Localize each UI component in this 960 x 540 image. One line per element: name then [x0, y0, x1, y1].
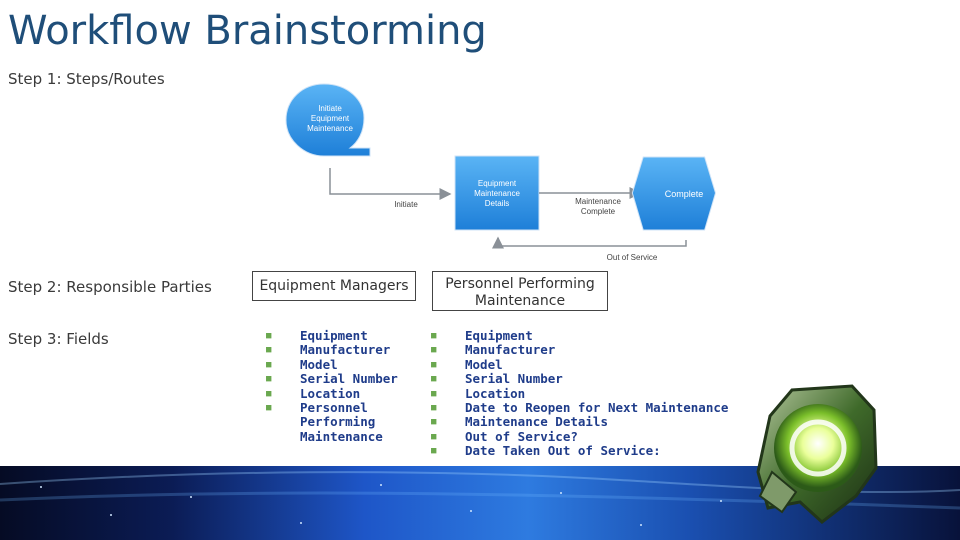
- list-item: ■ Date Taken Out of Service:: [429, 444, 749, 458]
- initiate-route-label: Initiate: [394, 200, 418, 209]
- square-bullet-icon: ■: [266, 388, 272, 399]
- square-bullet-icon: ■: [266, 359, 272, 370]
- list-item: ■ Equipment: [429, 328, 749, 343]
- list-item: ■ Manufacturer: [264, 343, 414, 357]
- square-bullet-icon: ■: [431, 431, 437, 442]
- middle-node: Equipment Maintenance Details: [454, 155, 540, 231]
- field-label: Equipment: [465, 328, 533, 343]
- complete-route-label-line-2: Complete: [581, 207, 616, 216]
- field-label: Location: [465, 385, 526, 401]
- star: [470, 510, 472, 512]
- list-item: ■ Location: [429, 385, 749, 401]
- star: [380, 484, 382, 486]
- party-equipment-managers: Equipment Managers: [252, 271, 416, 301]
- list-item: ■ Date to Reopen for Next Maintenance: [429, 400, 749, 416]
- field-label: Maintenance Details: [465, 414, 608, 430]
- out-of-service-route-label: Out of Service: [607, 253, 658, 262]
- list-item: ■ Out of Service?: [429, 428, 749, 444]
- list-item: ■ Serial Number: [429, 372, 749, 386]
- list-item: ■ Location: [264, 385, 414, 401]
- field-list-personnel: ■ Equipment ■ Manufacturer ■ Model ■ Serial …: [429, 328, 749, 459]
- field-label: Serial Number: [300, 371, 398, 387]
- list-item: ■ Maintenance Details: [429, 415, 749, 429]
- field-label: Serial Number: [465, 371, 563, 387]
- square-bullet-icon: ■: [266, 374, 272, 385]
- square-bullet-icon: ■: [431, 331, 437, 341]
- field-label: Maintenance: [300, 428, 383, 444]
- list-item: Performing: [264, 415, 414, 429]
- square-bullet-icon: ■: [266, 345, 272, 356]
- star: [110, 514, 112, 516]
- field-list-equipment-managers: ■ Equipment ■ Manufacturer ■ Model ■ Serial …: [264, 328, 414, 444]
- square-bullet-icon: ■: [266, 403, 272, 414]
- star: [720, 500, 722, 502]
- field-label: Model: [465, 356, 503, 372]
- step-2-label: Step 2: Responsible Parties: [8, 278, 212, 296]
- brand-logo-icon: [756, 384, 878, 524]
- field-label: Performing: [300, 414, 376, 430]
- start-node-line-2: Equipment: [311, 114, 350, 123]
- square-bullet-icon: ■: [431, 388, 437, 399]
- list-item: ■ Manufacturer: [429, 343, 749, 357]
- field-label: Date Taken Out of Service:: [465, 443, 661, 459]
- page-title: Workflow Brainstorming: [8, 8, 487, 54]
- star: [300, 522, 302, 524]
- start-node-line-3: Maintenance: [307, 124, 353, 133]
- square-bullet-icon: ■: [431, 417, 437, 428]
- field-label: Date to Reopen for Next Maintenance: [465, 400, 729, 416]
- middle-node-line-2: Maintenance: [474, 189, 520, 198]
- party-personnel-performing-maintenance: Personnel Performing Maintenance: [432, 271, 608, 311]
- initiate-connector: [329, 168, 452, 200]
- step-3-label: Step 3: Fields: [8, 330, 109, 348]
- complete-route-label-line-1: Maintenance: [575, 197, 621, 206]
- list-item: ■ Model: [429, 356, 749, 372]
- end-node-label: Complete: [665, 189, 704, 199]
- field-label: Manufacturer: [465, 342, 556, 358]
- star: [190, 496, 192, 498]
- square-bullet-icon: ■: [431, 359, 437, 370]
- start-node-line-1: Initiate: [318, 104, 342, 113]
- step-1-label: Step 1: Steps/Routes: [8, 70, 165, 88]
- square-bullet-icon: ■: [266, 331, 272, 341]
- star: [640, 524, 642, 526]
- workflow-diagram: Initiate Equipment Maintenance Initiate …: [285, 83, 716, 262]
- start-node: Initiate Equipment Maintenance: [285, 83, 371, 157]
- list-item: ■ Personnel: [264, 400, 414, 416]
- list-item: ■ Equipment: [264, 328, 414, 343]
- field-label: Manufacturer: [300, 342, 391, 358]
- star: [40, 486, 42, 488]
- list-item: ■ Serial Number: [264, 372, 414, 386]
- list-item: Maintenance: [264, 428, 414, 444]
- list-item: ■ Model: [264, 356, 414, 372]
- square-bullet-icon: ■: [431, 345, 437, 356]
- square-bullet-icon: ■: [431, 403, 437, 414]
- field-label: Model: [300, 356, 338, 372]
- field-label: Out of Service?: [465, 428, 578, 444]
- middle-node-line-1: Equipment: [478, 179, 517, 188]
- field-label: Equipment: [300, 328, 368, 343]
- field-label: Location: [300, 385, 361, 401]
- field-label: Personnel: [300, 400, 368, 416]
- star: [560, 492, 562, 494]
- square-bullet-icon: ■: [431, 446, 437, 457]
- square-bullet-icon: ■: [431, 374, 437, 385]
- middle-node-line-3: Details: [485, 199, 509, 208]
- out-of-service-connector: [492, 236, 687, 249]
- end-node: Complete: [631, 156, 716, 231]
